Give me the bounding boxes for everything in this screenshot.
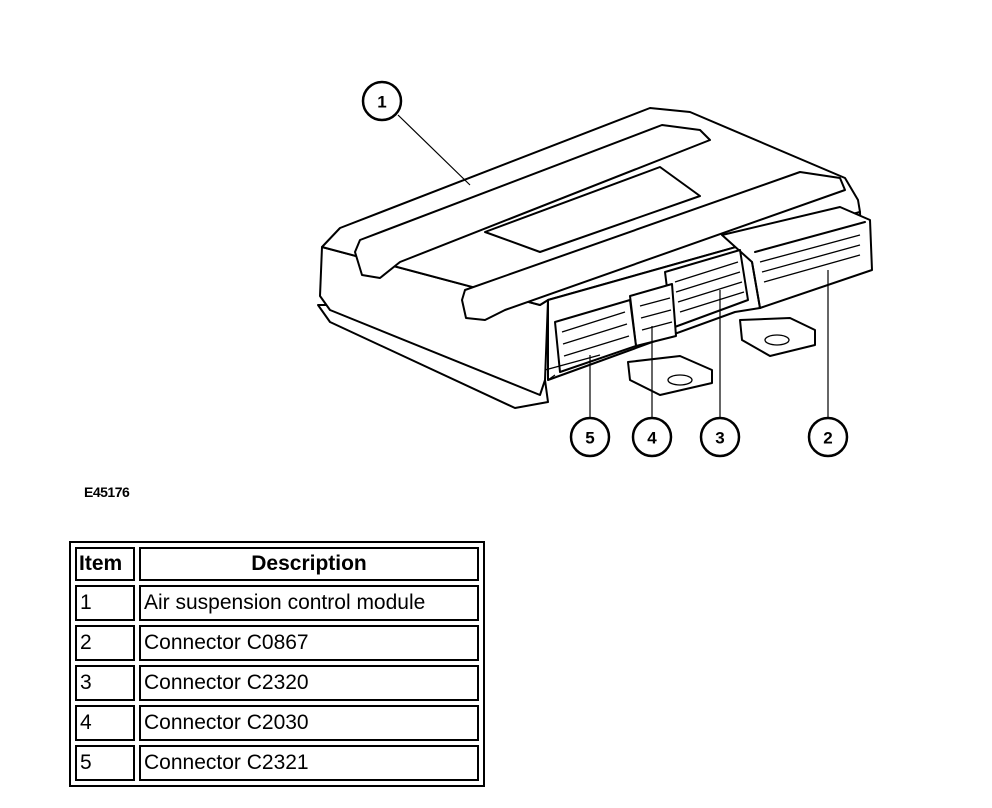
header-description: Description — [139, 547, 479, 581]
row-description: Air suspension control module — [139, 585, 479, 621]
legend-table: Item Description 1 Air suspension contro… — [69, 541, 485, 787]
mounting-bracket-center — [627, 355, 713, 396]
row-description: Connector C2321 — [139, 745, 479, 781]
row-item: 4 — [75, 705, 135, 741]
callout-5-label: 5 — [585, 429, 594, 448]
callout-1-label: 1 — [377, 93, 386, 112]
table-row: 2 Connector C0867 — [75, 625, 479, 661]
module-diagram: 1 5 4 3 2 — [317, 80, 873, 458]
table-row: 3 Connector C2320 — [75, 665, 479, 701]
header-item: Item — [75, 547, 135, 581]
figure-id: E45176 — [84, 484, 130, 500]
module-rib-left — [354, 124, 711, 279]
mounting-bracket-right — [739, 317, 816, 357]
callout-2 — [807, 416, 849, 458]
callout-1 — [361, 80, 403, 122]
callout-2-label: 2 — [823, 429, 832, 448]
callout-3-label: 3 — [715, 429, 724, 448]
row-item: 3 — [75, 665, 135, 701]
row-description: Connector C2320 — [139, 665, 479, 701]
callout-5 — [569, 416, 611, 458]
row-item: 2 — [75, 625, 135, 661]
connector-c2321-shape — [554, 299, 637, 373]
module-rib-right — [461, 171, 846, 321]
callout-4-label: 4 — [647, 429, 657, 448]
table-row: 4 Connector C2030 — [75, 705, 479, 741]
table-row: 5 Connector C2321 — [75, 745, 479, 781]
module-label-recess — [484, 166, 701, 253]
row-item: 5 — [75, 745, 135, 781]
table-row: 1 Air suspension control module — [75, 585, 479, 621]
callout-3 — [699, 416, 741, 458]
callout-4 — [631, 416, 673, 458]
row-item: 1 — [75, 585, 135, 621]
row-description: Connector C0867 — [139, 625, 479, 661]
table-header-row: Item Description — [75, 547, 479, 581]
row-description: Connector C2030 — [139, 705, 479, 741]
